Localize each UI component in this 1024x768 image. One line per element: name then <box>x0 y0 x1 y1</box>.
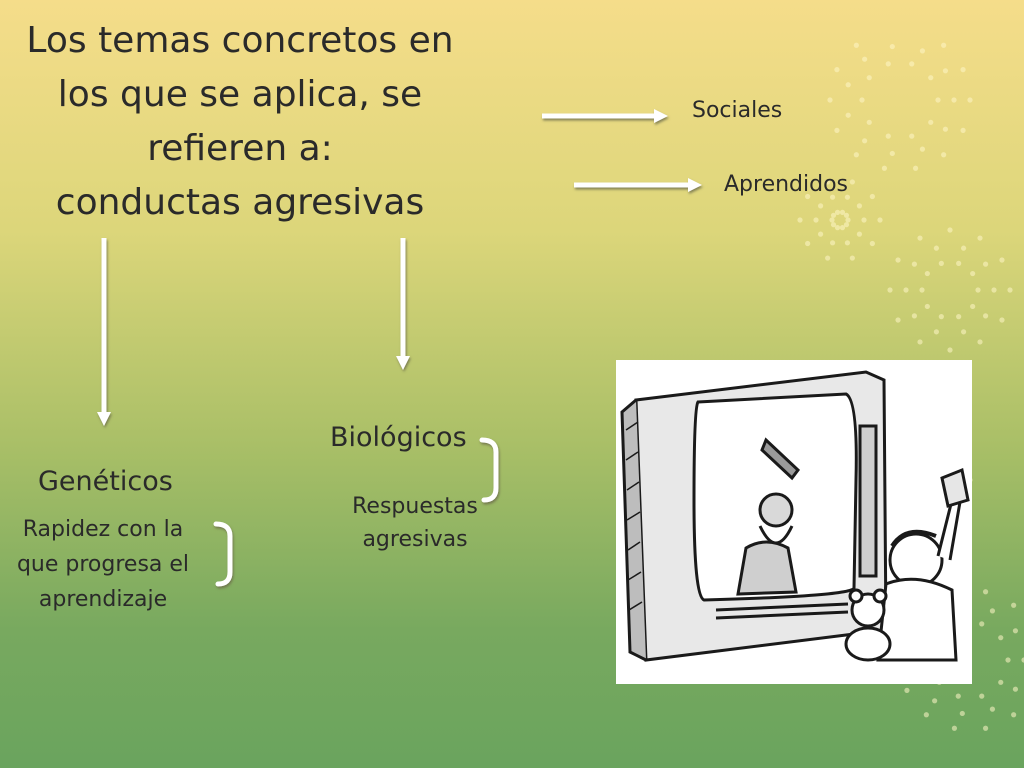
title-line-4: conductas agresivas <box>55 182 425 223</box>
rapidez-line-2: que progresa el <box>16 552 190 577</box>
respuestas-line-2: agresivas <box>362 527 468 552</box>
label-geneticos: Genéticos <box>38 466 173 497</box>
rapidez-line-3: aprendizaje <box>38 587 168 612</box>
slide-title: Los temas concretos en los que se aplica… <box>10 14 470 230</box>
rapidez-line-1: Rapidez con la <box>22 517 184 542</box>
arrow-to-sociales <box>542 109 668 123</box>
label-biologicos: Biológicos <box>330 422 467 453</box>
respuestas-line-1: Respuestas <box>352 494 478 519</box>
label-respuestas-agresivas: Respuestas agresivas <box>340 490 490 556</box>
bracket-geneticos <box>213 521 233 587</box>
arrow-to-aprendidos <box>574 178 702 192</box>
title-line-3: refieren a: <box>147 128 333 169</box>
label-sociales: Sociales <box>692 98 783 123</box>
label-rapidez: Rapidez con la que progresa el aprendiza… <box>4 512 202 617</box>
television-child-illustration <box>616 360 972 684</box>
title-line-2: los que se aplica, se <box>57 74 423 115</box>
arrow-down-geneticos <box>97 238 111 426</box>
label-aprendidos: Aprendidos <box>724 172 849 197</box>
arrow-down-biologicos <box>396 238 410 370</box>
bracket-biologicos <box>479 437 499 503</box>
title-line-1: Los temas concretos en <box>26 20 454 61</box>
